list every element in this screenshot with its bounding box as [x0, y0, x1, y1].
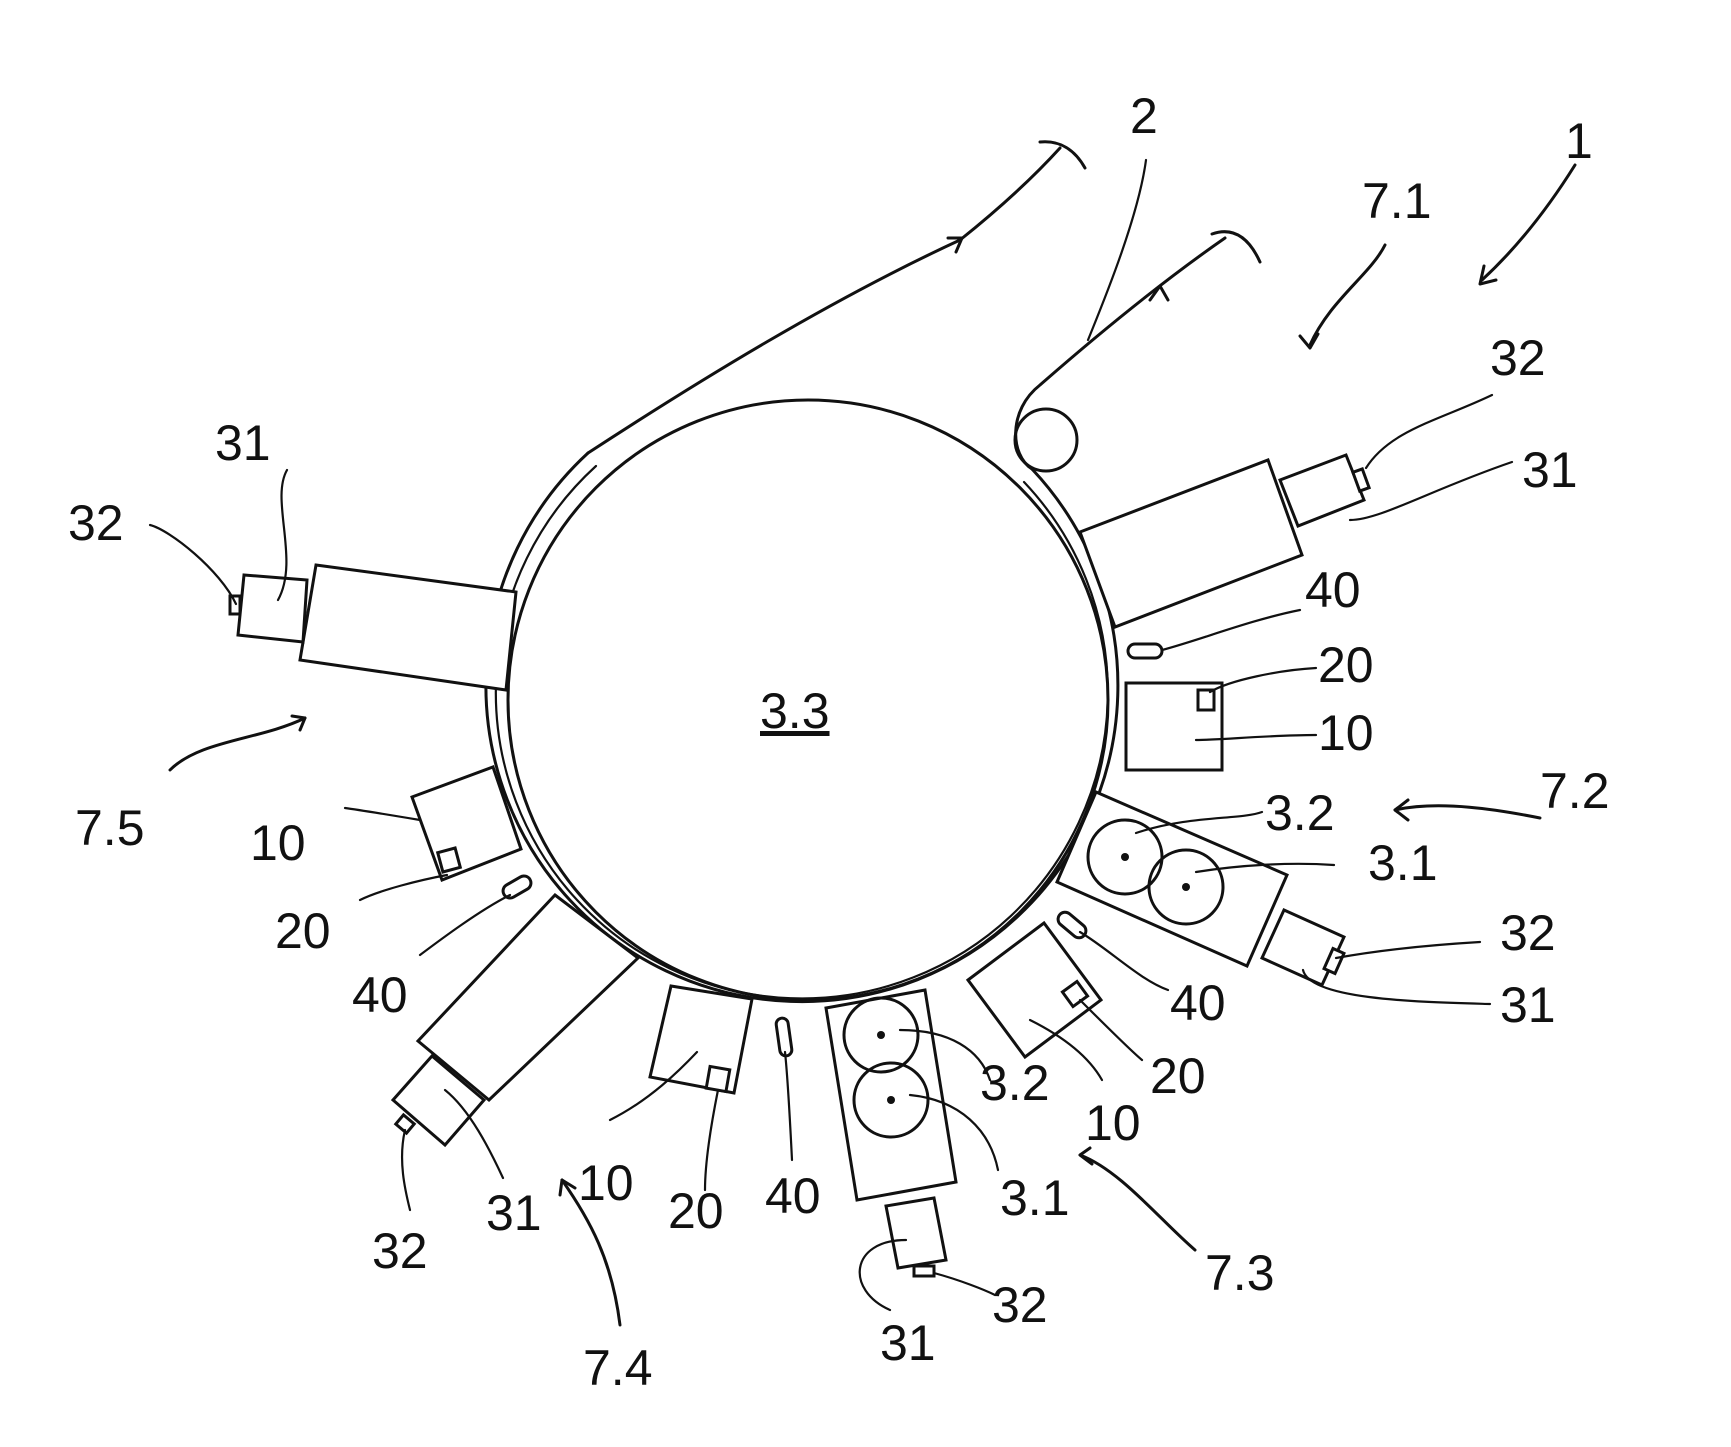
u3-motor	[886, 1198, 946, 1268]
u2-leader-20	[1080, 1000, 1142, 1060]
label-7-5: 7.5	[75, 800, 145, 856]
u4-leader-40	[785, 1052, 792, 1160]
u2-roll-32-axis	[1121, 853, 1129, 861]
u5-motor	[238, 575, 307, 642]
unit-7-1	[1080, 395, 1512, 770]
label-u1-10: 10	[1318, 705, 1374, 761]
cylinder-label: 3.3	[760, 683, 830, 739]
web-in	[1016, 238, 1225, 469]
arrow-7-2	[1395, 806, 1540, 818]
u1-leader-31	[1350, 462, 1512, 520]
u2-leader-31	[1303, 970, 1490, 1004]
u4-leader-32	[402, 1130, 410, 1210]
label-u1-20: 20	[1318, 637, 1374, 693]
label-u4-40: 40	[765, 1168, 821, 1224]
label-u5-10: 10	[250, 815, 306, 871]
label-7-4: 7.4	[583, 1340, 653, 1396]
label-u5-31: 31	[215, 415, 271, 471]
web-leader	[1088, 160, 1146, 340]
label-u1-40: 40	[1305, 562, 1361, 618]
u5-leader-10	[345, 808, 420, 820]
unit-7-3	[775, 990, 998, 1310]
u4-sensor-20	[706, 1066, 730, 1091]
u3-roll-31-axis	[887, 1096, 895, 1104]
label-u2-20: 20	[1150, 1048, 1206, 1104]
u1-motor	[1280, 455, 1364, 526]
u2-motor	[1262, 910, 1344, 985]
label-u5-20: 20	[275, 903, 331, 959]
label-u1-31: 31	[1522, 442, 1578, 498]
u1-housing	[1080, 460, 1302, 627]
label-u4-20: 20	[668, 1183, 724, 1239]
web-out	[588, 148, 1060, 453]
web-in-end	[1212, 232, 1260, 262]
u1-leader-20	[1210, 668, 1316, 692]
u4-head-10	[650, 986, 752, 1093]
label-u3-32: 32	[992, 1277, 1048, 1333]
label-7-3: 7.3	[1205, 1245, 1275, 1301]
u5-leader-40	[420, 895, 510, 955]
arrow-7-5	[170, 718, 305, 770]
arrow-7-3	[1080, 1155, 1195, 1250]
u2-roll-31-axis	[1182, 883, 1190, 891]
label-u1-32: 32	[1490, 330, 1546, 386]
u5-coupling	[230, 596, 240, 614]
u1-leader-40	[1162, 610, 1300, 650]
label-u5-40: 40	[352, 967, 408, 1023]
u4-leader-20	[705, 1090, 718, 1190]
label-7-1: 7.1	[1362, 173, 1432, 229]
u5-head-10	[412, 767, 521, 880]
arrow-7-1	[1310, 245, 1385, 345]
label-u2-40: 40	[1170, 975, 1226, 1031]
arrow-7-1-head	[1300, 334, 1318, 348]
u1-leader-32	[1366, 395, 1492, 468]
label-u4-10: 10	[578, 1155, 634, 1211]
unit-7-5	[150, 470, 533, 955]
u3-coupling	[914, 1266, 934, 1276]
label-u2-32: 32	[1500, 905, 1556, 961]
label-u4-31: 31	[486, 1185, 542, 1241]
u5-housing	[300, 565, 516, 690]
u1-sensor-40	[1128, 644, 1162, 658]
u2-leader-40	[1080, 932, 1168, 990]
label-1: 1	[1565, 113, 1593, 169]
u5-leader-20	[360, 875, 447, 900]
u5-sensor-20	[438, 848, 461, 872]
u2-leader-32	[1336, 942, 1480, 958]
label-u2-31: 31	[1500, 977, 1556, 1033]
label-2: 2	[1130, 88, 1158, 144]
u3-leader-32	[934, 1273, 995, 1295]
u3-roll-32-axis	[877, 1031, 885, 1039]
u1-sensor-20	[1198, 690, 1214, 710]
label-7-2: 7.2	[1540, 763, 1610, 819]
label-u2-10: 10	[1085, 1095, 1141, 1151]
label-u3-3-1: 3.1	[1000, 1170, 1070, 1226]
label-u5-32: 32	[68, 495, 124, 551]
u5-leader-32	[150, 525, 236, 604]
label-u2-3-1: 3.1	[1368, 835, 1438, 891]
label-u2-3-2: 3.2	[1265, 785, 1335, 841]
label-u3-3-2: 3.2	[980, 1055, 1050, 1111]
label-u4-32: 32	[372, 1223, 428, 1279]
arrow-1	[1482, 165, 1575, 280]
label-u3-31: 31	[880, 1315, 936, 1371]
u3-sensor-40	[775, 1017, 792, 1056]
u2-sensor-40	[1055, 909, 1089, 940]
